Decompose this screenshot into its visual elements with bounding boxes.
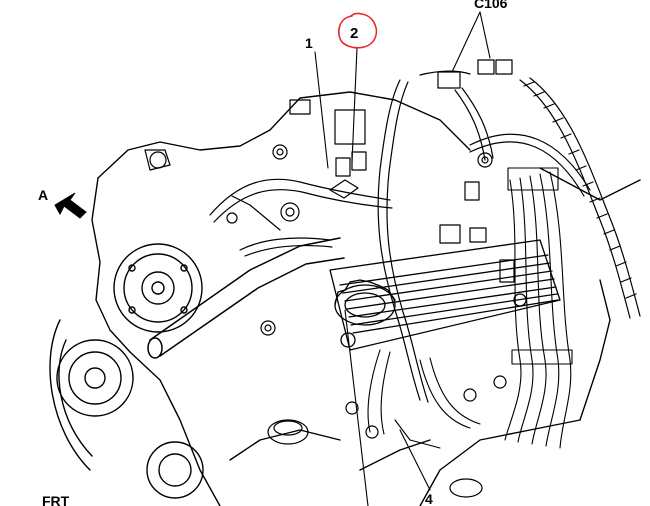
view-a-label: A xyxy=(38,187,48,203)
engine-body-outline xyxy=(91,91,641,506)
view-arrow xyxy=(54,192,87,219)
front-hose xyxy=(147,237,345,359)
connector-cluster xyxy=(289,59,515,283)
pulley-group xyxy=(49,243,204,499)
callout-1-label: 1 xyxy=(305,35,313,51)
plug-wires-right xyxy=(504,167,573,449)
leader-lines xyxy=(314,11,491,506)
harness-left xyxy=(209,178,393,257)
callout-4-label: 4 xyxy=(425,491,433,506)
oil-cap xyxy=(334,279,396,326)
front-label: FRT xyxy=(42,493,70,506)
red-highlight-circle xyxy=(338,12,378,49)
fasteners xyxy=(144,144,507,498)
harness-center xyxy=(377,70,591,403)
spiral-loom-right xyxy=(519,77,641,319)
plug-wires-lower xyxy=(367,349,481,449)
connector-c106-label: C106 xyxy=(474,0,508,11)
callout-2-label: 2 xyxy=(350,25,358,42)
valve-cover xyxy=(329,239,561,351)
